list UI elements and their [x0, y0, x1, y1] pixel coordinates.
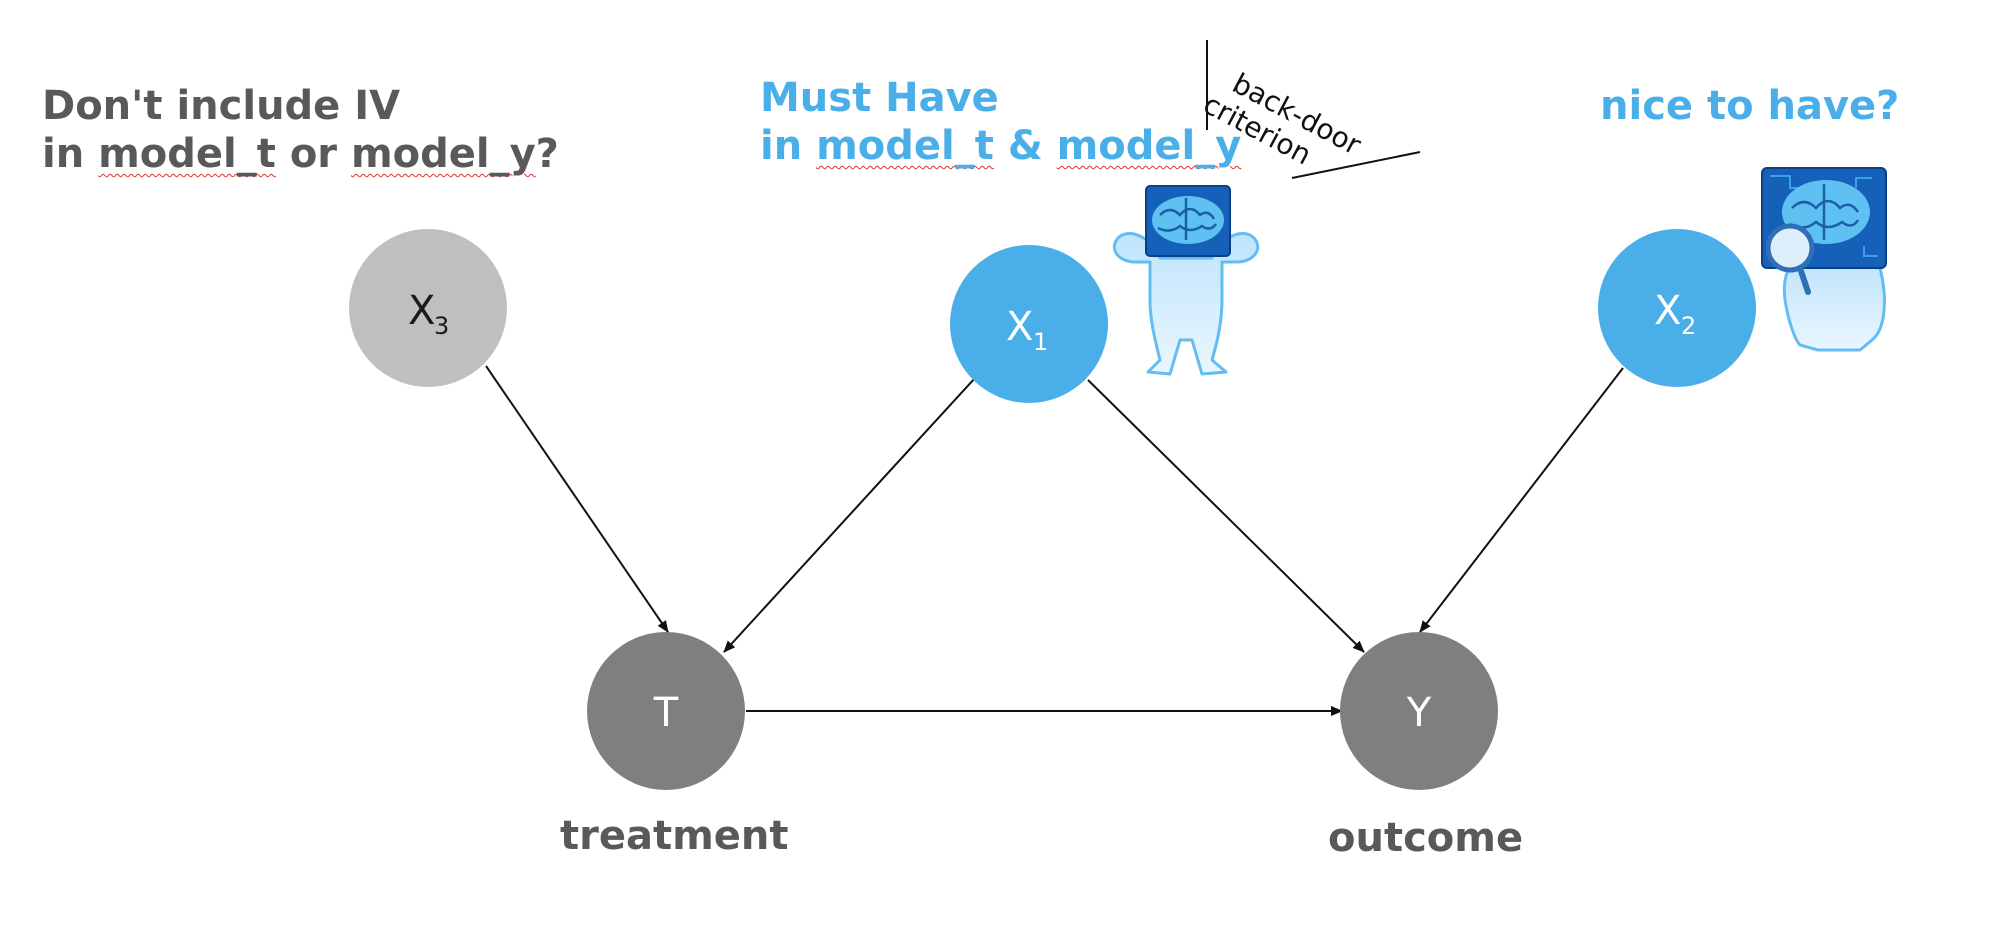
svg-text:T: T	[653, 690, 679, 736]
svg-text:3: 3	[434, 312, 449, 340]
must-have-line1: Must Have	[760, 75, 999, 121]
svg-text:1: 1	[1033, 328, 1048, 356]
backdoor-bracket-diagonal	[1291, 151, 1421, 179]
model-t-term: model_t	[816, 123, 994, 169]
model-t-term: model_t	[98, 131, 276, 177]
edge-x2-y	[1419, 367, 1624, 633]
model-y-term: model_y	[350, 131, 536, 177]
node-x1: X 1	[950, 245, 1108, 403]
strong-brain-robot-icon	[1112, 185, 1260, 376]
node-x2: X 2	[1598, 229, 1756, 387]
must-have-note: Must Have in model_t & model_y	[760, 74, 1241, 170]
edge-x3-t	[485, 365, 669, 633]
svg-text:X: X	[1006, 304, 1033, 350]
node-y: Y	[1340, 632, 1498, 790]
must-have-line2: in model_t & model_y	[760, 123, 1242, 169]
iv-note-line1: Don't include IV	[42, 83, 401, 129]
svg-text:Y: Y	[1406, 690, 1432, 736]
svg-text:2: 2	[1681, 312, 1696, 340]
node-t: T	[587, 632, 745, 790]
svg-text:X: X	[1654, 288, 1681, 334]
nice-to-have-note: nice to have?	[1600, 83, 1900, 129]
iv-note-line2: in model_t or model_y?	[42, 131, 559, 177]
node-x3: X 3	[349, 229, 507, 387]
iv-note: Don't include IV in model_t or model_y?	[42, 82, 559, 178]
edge-x1-t	[723, 377, 976, 653]
edge-x1-y	[1087, 379, 1365, 653]
model-y-term: model_y	[1056, 123, 1242, 169]
treatment-caption: treatment	[560, 813, 789, 859]
outcome-caption: outcome	[1328, 815, 1524, 861]
svg-text:X: X	[408, 288, 435, 334]
brain-robot-magnifier-icon	[1761, 167, 1887, 352]
